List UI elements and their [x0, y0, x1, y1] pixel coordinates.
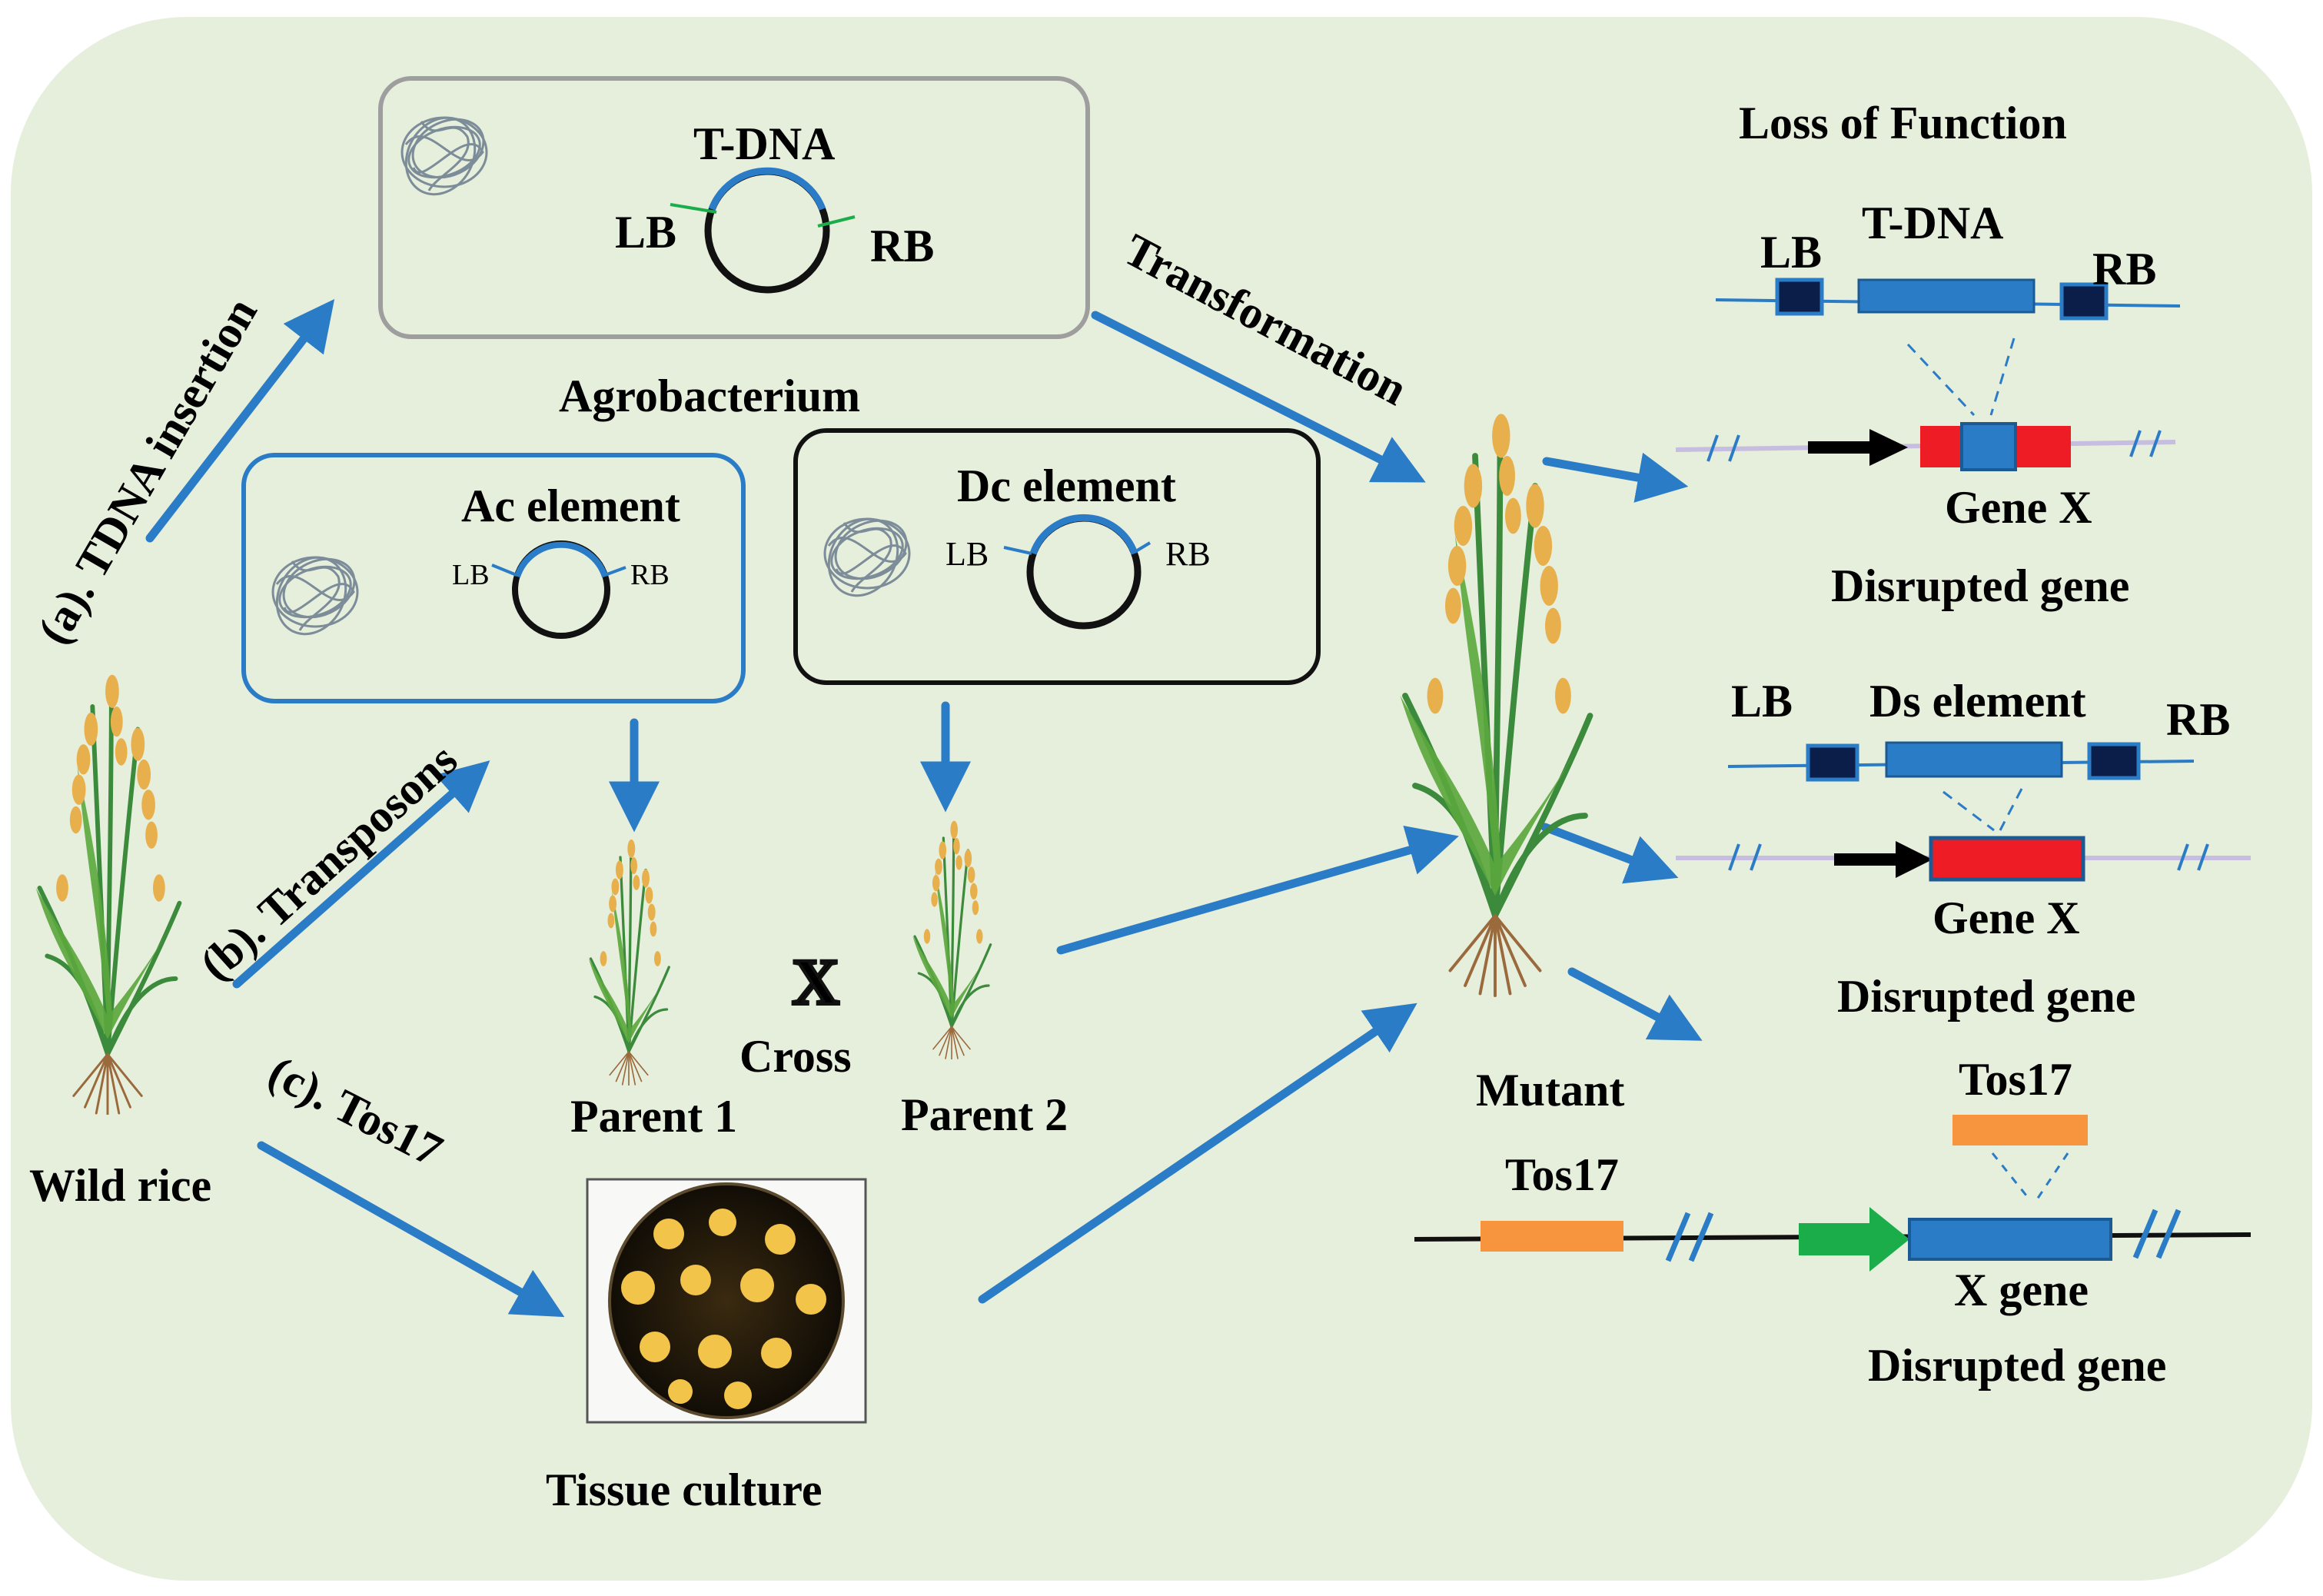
gene-x-box	[1929, 836, 2085, 882]
ds-lb-label: LB	[1731, 676, 1793, 727]
dc-lb-marker	[1003, 546, 1032, 555]
arrow-tissue-to-mutant	[978, 1002, 1417, 1304]
tdna-construct	[1715, 278, 2181, 321]
promoter-arrowhead	[1869, 1207, 1909, 1272]
arrow-to-ds-result	[1540, 823, 1679, 884]
tdna-rb-marker	[817, 215, 856, 228]
tissue-culture-dish	[586, 1178, 867, 1424]
disrupted-gene-label-3: Disrupted gene	[1868, 1340, 2166, 1391]
tissue-culture-label: Tissue culture	[546, 1465, 823, 1515]
gene-x-ds-locus	[1676, 836, 2251, 882]
cross-label: Cross	[739, 1031, 852, 1082]
dc-rb-marker	[1133, 541, 1152, 554]
ac-rb-marker	[604, 566, 626, 577]
ac-lb-label: LB	[452, 559, 490, 591]
cross-symbol: X	[792, 945, 839, 1019]
agrobacterium-caption: Agrobacterium	[559, 371, 860, 421]
disrupted-gene-label-1: Disrupted gene	[1831, 560, 2129, 611]
arrow-transposons	[232, 760, 490, 989]
arrow-to-tdna-result	[1542, 452, 1689, 503]
ac-lb-marker	[491, 564, 517, 577]
parent2-label: Parent 2	[901, 1089, 1068, 1140]
x-gene-label: X gene	[1954, 1265, 2089, 1315]
gene-x-tdna-locus	[1675, 422, 2176, 471]
promoter-arrowhead	[1896, 841, 1933, 878]
tdna-lb-box	[1775, 278, 1824, 316]
tdna-rb-label: RB	[870, 221, 934, 271]
ds-lb-box	[1806, 743, 1859, 782]
dc-element-title: Dc element	[957, 461, 1176, 511]
wild-rice-label: Wild rice	[29, 1160, 211, 1211]
tdna-insert-in-gene	[1960, 422, 2017, 471]
ds-rb-box	[2087, 742, 2141, 780]
tdna-label: T-DNA	[693, 118, 835, 169]
ds-insert-box	[1885, 741, 2063, 778]
arrow-parent2-to-mutant	[1056, 825, 1459, 955]
ds-construct	[1727, 741, 2195, 782]
tos17-insertion-guides	[1991, 1152, 2069, 1200]
tos17-insert-label: Tos17	[1505, 1149, 1619, 1200]
tdna-lb-marker	[670, 203, 717, 214]
agrobacterium-box	[378, 76, 1090, 339]
ds-insert-label: Ds element	[1869, 676, 2086, 727]
tdna-result-insert-label: T-DNA	[1862, 198, 2003, 248]
tdna-rb-box	[2059, 282, 2109, 321]
tos17-copy-box	[1952, 1115, 2088, 1145]
dc-element-box	[793, 428, 1321, 685]
tdna-insert-box	[1857, 278, 2036, 314]
dc-lb-label: LB	[945, 535, 989, 573]
ds-rb-label: RB	[2166, 694, 2230, 745]
pathway-arrows	[145, 298, 1703, 1318]
x-gene-tos17-locus	[1414, 1207, 2252, 1272]
ac-element-segment	[514, 541, 608, 578]
tdna-insertion-guides	[1906, 337, 2016, 417]
x-gene-box	[1908, 1218, 2112, 1261]
arrow-transformation	[1091, 311, 1426, 483]
ac-element-box	[241, 453, 746, 703]
tdna-lb-label: LB	[615, 207, 676, 258]
tos17-copy-label: Tos17	[1959, 1054, 2072, 1105]
mutant-label: Mutant	[1476, 1065, 1624, 1116]
dc-rb-label: RB	[1165, 535, 1211, 573]
tdna-segment	[708, 167, 826, 211]
parent1-label: Parent 1	[570, 1091, 737, 1142]
tdna-result-lb-label: LB	[1760, 227, 1822, 278]
disrupted-gene-label-2: Disrupted gene	[1837, 971, 2135, 1022]
arrow-tdna-insertion	[145, 298, 335, 543]
ac-element-title: Ac element	[461, 480, 680, 531]
tdna-result-rb-label: RB	[2092, 244, 2156, 294]
arrow-tos17	[257, 1141, 565, 1318]
gene-x-label-1: Gene X	[1945, 482, 2092, 533]
loss-of-function-title: Loss of Function	[1739, 98, 2067, 148]
gene-x-label-2: Gene X	[1933, 893, 2080, 943]
dc-element-segment	[1029, 514, 1138, 555]
ds-insertion-guides	[1942, 788, 2023, 832]
tos17-element-box	[1481, 1221, 1623, 1252]
ac-rb-label: RB	[630, 559, 670, 591]
arrow-to-tos17-result	[1567, 967, 1703, 1041]
promoter-arrowhead	[1869, 429, 1908, 466]
